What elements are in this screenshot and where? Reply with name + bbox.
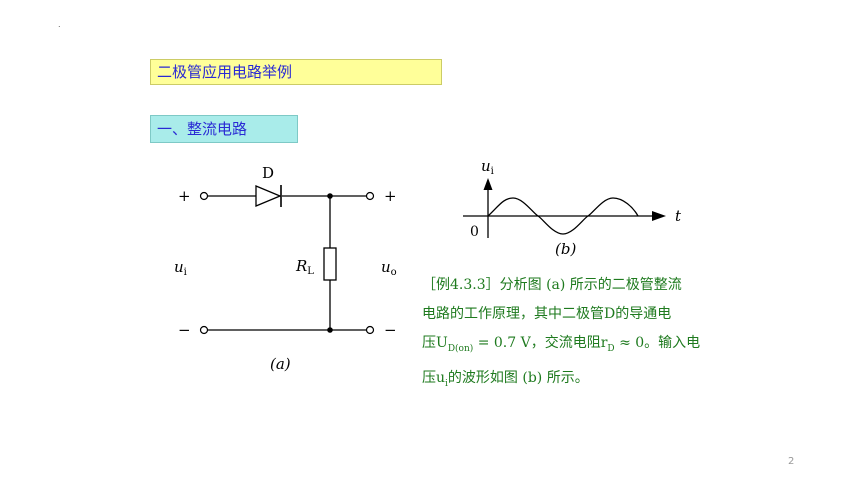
resistor-label: RL: [295, 257, 314, 277]
output-terminal-bottom: [365, 325, 375, 335]
waveform-caption: (b): [555, 240, 576, 258]
page-number: 2: [788, 456, 795, 467]
junction-bottom: [327, 327, 333, 333]
y-axis-arrow: [483, 178, 493, 190]
resistor-symbol: [323, 247, 337, 281]
diode-label: D: [262, 164, 274, 182]
rectifier-circuit-diagram: D + − + − ui uo RL (a): [174, 164, 397, 373]
output-minus-sign: −: [384, 321, 397, 339]
description-line-1: ［例4.3.3］分析图 (a) 所示的二极管整流: [422, 277, 682, 293]
input-minus-sign: −: [178, 321, 191, 339]
diode-symbol: [255, 185, 282, 207]
input-terminal-top: [199, 191, 209, 201]
sine-curve: [487, 197, 639, 235]
output-terminal-top: [365, 191, 375, 201]
output-plus-sign: +: [384, 187, 397, 205]
section-heading: 一、整流电路: [150, 115, 298, 143]
x-axis-arrow: [652, 211, 666, 221]
waveform-x-label: t: [675, 207, 682, 225]
output-voltage-label: uo: [381, 258, 397, 278]
waveform-y-label: ui: [481, 157, 494, 177]
input-voltage-label: ui: [174, 258, 187, 278]
description-line-2: 电路的工作原理，其中二极管D的导通电: [422, 306, 672, 322]
slide-title: 二极管应用电路举例: [150, 59, 442, 85]
input-waveform-diagram: ui t 0 (b): [463, 157, 682, 258]
stray-mark: .: [58, 20, 61, 29]
description-line-3: 压UD(on) = 0.7 V，交流电阻rD ≈ 0。输入电: [422, 335, 701, 354]
input-terminal-bottom: [199, 325, 209, 335]
waveform-origin-label: 0: [470, 224, 479, 240]
junction-top: [327, 193, 333, 199]
circuit-caption: (a): [270, 355, 291, 373]
example-description: ［例4.3.3］分析图 (a) 所示的二极管整流 电路的工作原理，其中二极管D的…: [422, 271, 722, 399]
description-line-4: 压ui的波形如图 (b) 所示。: [422, 369, 589, 389]
input-plus-sign: +: [178, 187, 191, 205]
